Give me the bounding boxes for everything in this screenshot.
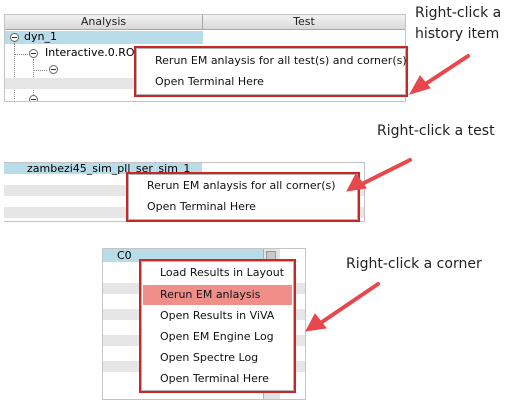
test-column-header[interactable]: Test bbox=[203, 15, 405, 30]
history-context-menu: Rerun EM anlaysis for all test(s) and co… bbox=[136, 48, 407, 95]
menu-item-open-terminal[interactable]: Open Terminal Here bbox=[155, 75, 264, 88]
test-name[interactable]: zambezi45_sim_pll_ser_sim_1 bbox=[27, 162, 191, 175]
callout-history-line1: Right-click a bbox=[415, 5, 502, 21]
collapse-toggle-icon[interactable] bbox=[29, 95, 38, 101]
menu-item-load-results-layout[interactable]: Load Results in Layout bbox=[160, 266, 285, 279]
menu-item-open-em-engine-log[interactable]: Open EM Engine Log bbox=[160, 330, 274, 343]
tree-connector bbox=[14, 54, 28, 55]
collapse-toggle-icon[interactable] bbox=[49, 65, 58, 74]
callout-corner: Right-click a corner bbox=[346, 256, 482, 272]
menu-item-open-spectre-log[interactable]: Open Spectre Log bbox=[160, 351, 259, 364]
tree-item-history[interactable]: Interactive.0.RO bbox=[45, 46, 135, 59]
menu-item-rerun-all-corners[interactable]: Rerun EM anlaysis for all corner(s) bbox=[147, 179, 336, 192]
tree-connector bbox=[14, 43, 15, 99]
callout-history-line2: history item bbox=[415, 26, 500, 42]
arrow-to-test-menu-icon bbox=[346, 158, 412, 192]
tree-connector bbox=[33, 70, 47, 71]
selected-row-highlight bbox=[5, 31, 203, 44]
scrollbar-thumb[interactable] bbox=[266, 251, 276, 261]
callout-test: Right-click a test bbox=[377, 123, 495, 139]
selected-corner-row bbox=[103, 249, 263, 262]
collapse-toggle-icon[interactable] bbox=[29, 49, 38, 58]
tree-item-dyn-1[interactable]: dyn_1 bbox=[24, 30, 57, 43]
test-context-menu: Rerun EM anlaysis for all corner(s) Open… bbox=[128, 174, 358, 220]
collapse-toggle-icon[interactable] bbox=[10, 33, 19, 42]
menu-item-open-results-viva[interactable]: Open Results in ViVA bbox=[160, 309, 275, 322]
selected-test-row bbox=[4, 163, 202, 174]
corner-context-menu: Load Results in Layout Rerun EM anlaysis… bbox=[141, 261, 294, 391]
callout-history: Right-click a history item bbox=[415, 3, 501, 45]
arrow-to-history-menu-icon bbox=[408, 54, 470, 95]
menu-item-open-terminal[interactable]: Open Terminal Here bbox=[147, 200, 256, 213]
menu-item-open-terminal[interactable]: Open Terminal Here bbox=[160, 372, 269, 385]
corner-name[interactable]: C0 bbox=[117, 249, 132, 262]
arrow-to-corner-menu-icon bbox=[305, 282, 380, 332]
menu-item-rerun-em[interactable]: Rerun EM anlaysis bbox=[143, 285, 292, 305]
analysis-column-header[interactable]: Analysis bbox=[5, 15, 203, 30]
menu-item-rerun-all-tests[interactable]: Rerun EM anlaysis for all test(s) and co… bbox=[155, 54, 407, 67]
